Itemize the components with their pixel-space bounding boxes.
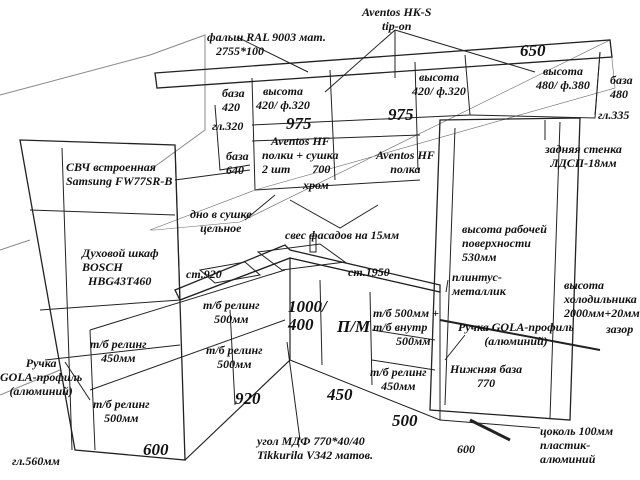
facade-overhang-label: свес фасадов на 15мм	[285, 228, 400, 242]
depth-560-label: гл.560мм	[12, 454, 60, 468]
false-panel-label: фальш RAL 9003 мат.2755*100	[207, 30, 326, 58]
depth-335-label: гл.335	[598, 108, 630, 122]
dim-975-left: 975	[286, 114, 312, 133]
dim-600-right: 600	[457, 442, 475, 456]
gap-label: зазор	[606, 322, 634, 336]
gola-right-label: Ручка GOLA-профиль(алюминий)	[458, 320, 574, 348]
dim-600-left: 600	[143, 440, 169, 459]
dim-650: 650	[520, 41, 546, 60]
dim-920: 920	[235, 389, 261, 408]
dim-975-right: 975	[388, 105, 414, 124]
countertop-920-label: ст.920	[186, 267, 222, 281]
dim-450: 450	[327, 385, 353, 404]
dim-500: 500	[392, 411, 418, 430]
dishwasher-label: П/М	[337, 317, 371, 336]
countertop-1950-label: ст.1950	[348, 265, 390, 279]
plinth-label: плинтус-металлик	[452, 270, 506, 298]
dim-1000-400: 1000/400	[288, 297, 327, 334]
depth-320-label: гл.320	[212, 119, 244, 133]
